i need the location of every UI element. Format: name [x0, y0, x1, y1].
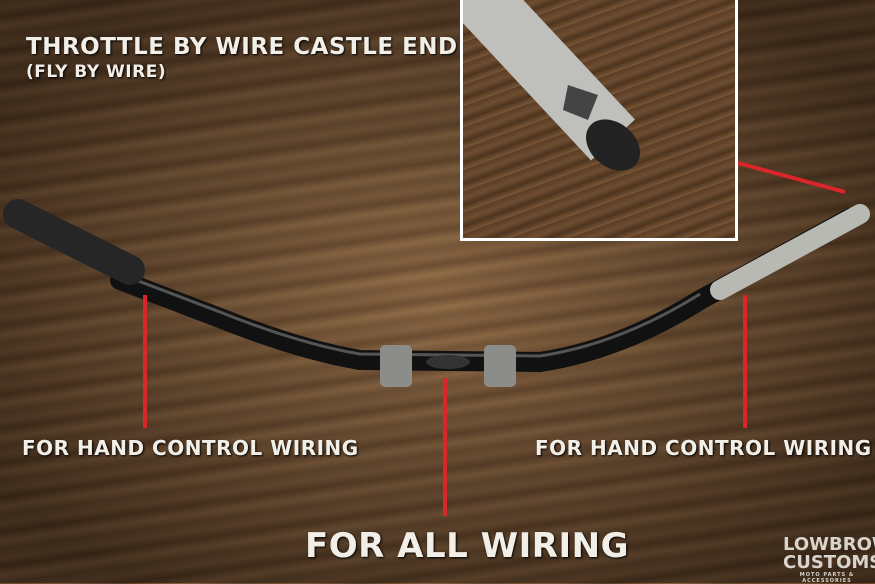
throttle-tube [710, 204, 870, 300]
logo-line2: CUSTOMS [783, 552, 875, 573]
right-wiring-label: FOR HAND CONTROL WIRING [535, 436, 872, 460]
castle-end-closeup-photo [460, 0, 738, 241]
subtitle-label: (FLY BY WIRE) [26, 62, 167, 82]
clamp-left [380, 345, 412, 387]
logo-line1: LOWBROW [783, 534, 875, 555]
logo-tagline: MOTO PARTS & ACCESSORIES [799, 572, 855, 584]
left-wiring-label: FOR HAND CONTROL WIRING [22, 436, 359, 460]
title-label: THROTTLE BY WIRE CASTLE END [26, 34, 458, 60]
center-hole [426, 355, 470, 369]
center-wiring-label: FOR ALL WIRING [305, 526, 629, 566]
handlebar [110, 208, 860, 373]
lowbrow-customs-logo: LOWBROW CUSTOMS MOTO PARTS & ACCESSORIES [783, 536, 875, 584]
grip [3, 199, 145, 285]
clamp-right [484, 345, 516, 387]
